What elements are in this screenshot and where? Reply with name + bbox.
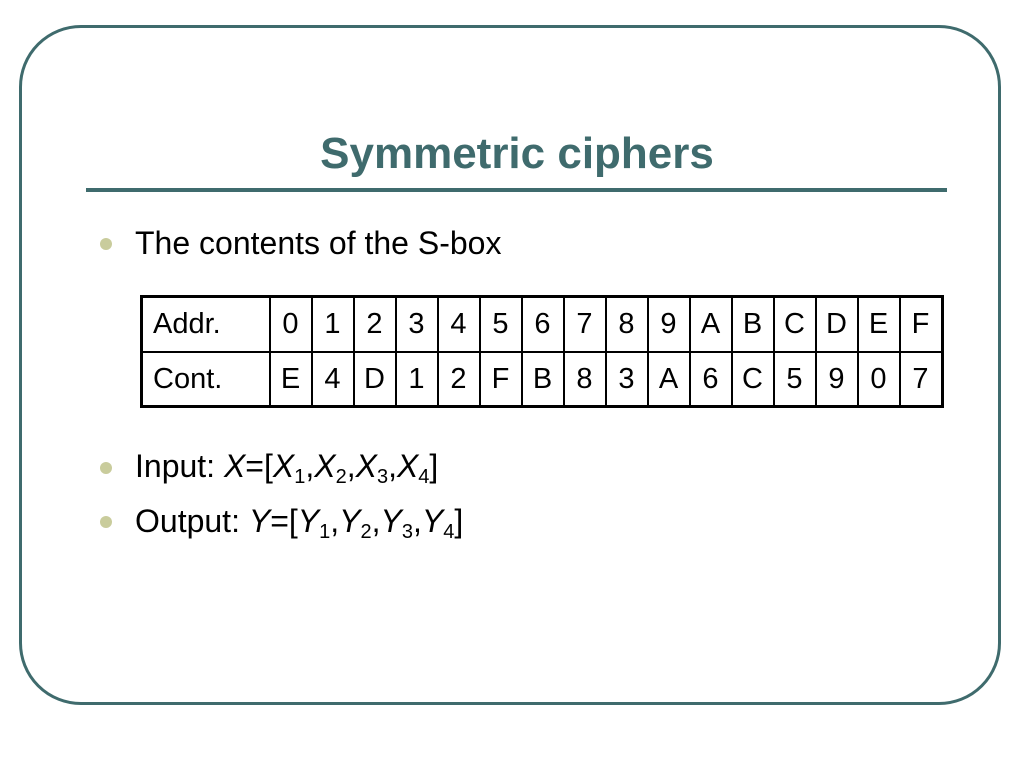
output-comp-sub: 4 xyxy=(443,521,455,543)
table-cell: 7 xyxy=(898,351,943,408)
output-comp-sym: Y xyxy=(297,503,320,539)
table-cell: B xyxy=(520,351,565,408)
input-comp-sym: X xyxy=(314,448,336,484)
input-var: X xyxy=(223,448,246,484)
table-cell: C xyxy=(772,295,817,353)
output-label: Output: xyxy=(135,503,249,539)
input-comp-sub: 3 xyxy=(376,466,389,488)
slide-title: Symmetric ciphers xyxy=(320,129,714,178)
bullet-input: Input: X=[X1,X2,X3,X4] xyxy=(135,448,439,488)
table-cell: 5 xyxy=(772,351,817,408)
table-cell: 4 xyxy=(436,295,481,353)
output-var: Y xyxy=(248,503,271,539)
input-label: Input: xyxy=(135,448,224,484)
output-comp-sym: Y xyxy=(339,503,361,539)
row-header-addr: Addr. xyxy=(140,295,271,353)
input-comp-sym: X xyxy=(272,448,295,484)
table-cell: F xyxy=(478,351,523,408)
table-cell: 6 xyxy=(520,295,565,353)
bullet-dot-icon xyxy=(100,516,112,528)
table-cell: 7 xyxy=(562,295,607,353)
table-cell: A xyxy=(688,295,733,353)
input-eq: =[ xyxy=(245,448,273,484)
table-cell: 6 xyxy=(688,351,733,408)
input-close: ] xyxy=(429,448,439,484)
table-cell: E xyxy=(268,351,313,408)
sbox-table: Addr. 0 1 2 3 4 5 6 7 8 9 A B C D E F Co… xyxy=(140,295,944,408)
bullet-sbox-contents: The contents of the S-box xyxy=(135,225,502,261)
table-cell: E xyxy=(856,295,901,353)
bullet-dot-icon xyxy=(100,238,112,250)
input-comp-sub: 4 xyxy=(418,466,430,488)
output-comp-sub: 1 xyxy=(319,521,331,543)
input-comp-sub: 1 xyxy=(294,466,306,488)
table-cell: A xyxy=(646,351,691,408)
table-cell: 0 xyxy=(856,351,901,408)
table-cell: 1 xyxy=(394,351,439,408)
table-cell: 8 xyxy=(562,351,607,408)
table-cell: 9 xyxy=(646,295,691,353)
output-eq: =[ xyxy=(270,503,298,539)
table-cell: 2 xyxy=(352,295,397,353)
bullet-dot-icon xyxy=(100,462,112,474)
slide-frame xyxy=(19,25,1001,705)
table-cell: 1 xyxy=(310,295,355,353)
table-cell: 4 xyxy=(310,351,355,408)
table-cell: 0 xyxy=(268,295,313,353)
table-cell: C xyxy=(730,351,775,408)
table-cell: B xyxy=(730,295,775,353)
output-close: ] xyxy=(454,503,464,539)
table-cell: 9 xyxy=(814,351,859,408)
table-cell: 2 xyxy=(436,351,481,408)
output-comp-sym: Y xyxy=(421,503,444,539)
table-row-cont: Cont. E 4 D 1 2 F B 8 3 A 6 C 5 9 0 7 xyxy=(140,351,943,408)
table-cell: 3 xyxy=(394,295,439,353)
title-divider xyxy=(86,188,947,192)
bullet-output: Output: Y=[Y1,Y2,Y3,Y4] xyxy=(135,503,464,543)
table-cell: 3 xyxy=(604,351,649,408)
row-header-cont: Cont. xyxy=(140,351,271,408)
output-comp-sub: 2 xyxy=(360,521,372,543)
table-cell: 5 xyxy=(478,295,523,353)
input-comp-sym: X xyxy=(355,448,377,484)
input-comp-sym: X xyxy=(396,448,419,484)
output-comp-sym: Y xyxy=(380,503,402,539)
output-comp-sub: 3 xyxy=(401,521,413,543)
input-comp-sub: 2 xyxy=(335,466,347,488)
table-cell: 8 xyxy=(604,295,649,353)
table-cell: F xyxy=(898,295,943,353)
table-cell: D xyxy=(814,295,859,353)
table-cell: D xyxy=(352,351,397,408)
table-row-addr: Addr. 0 1 2 3 4 5 6 7 8 9 A B C D E F xyxy=(140,295,943,353)
